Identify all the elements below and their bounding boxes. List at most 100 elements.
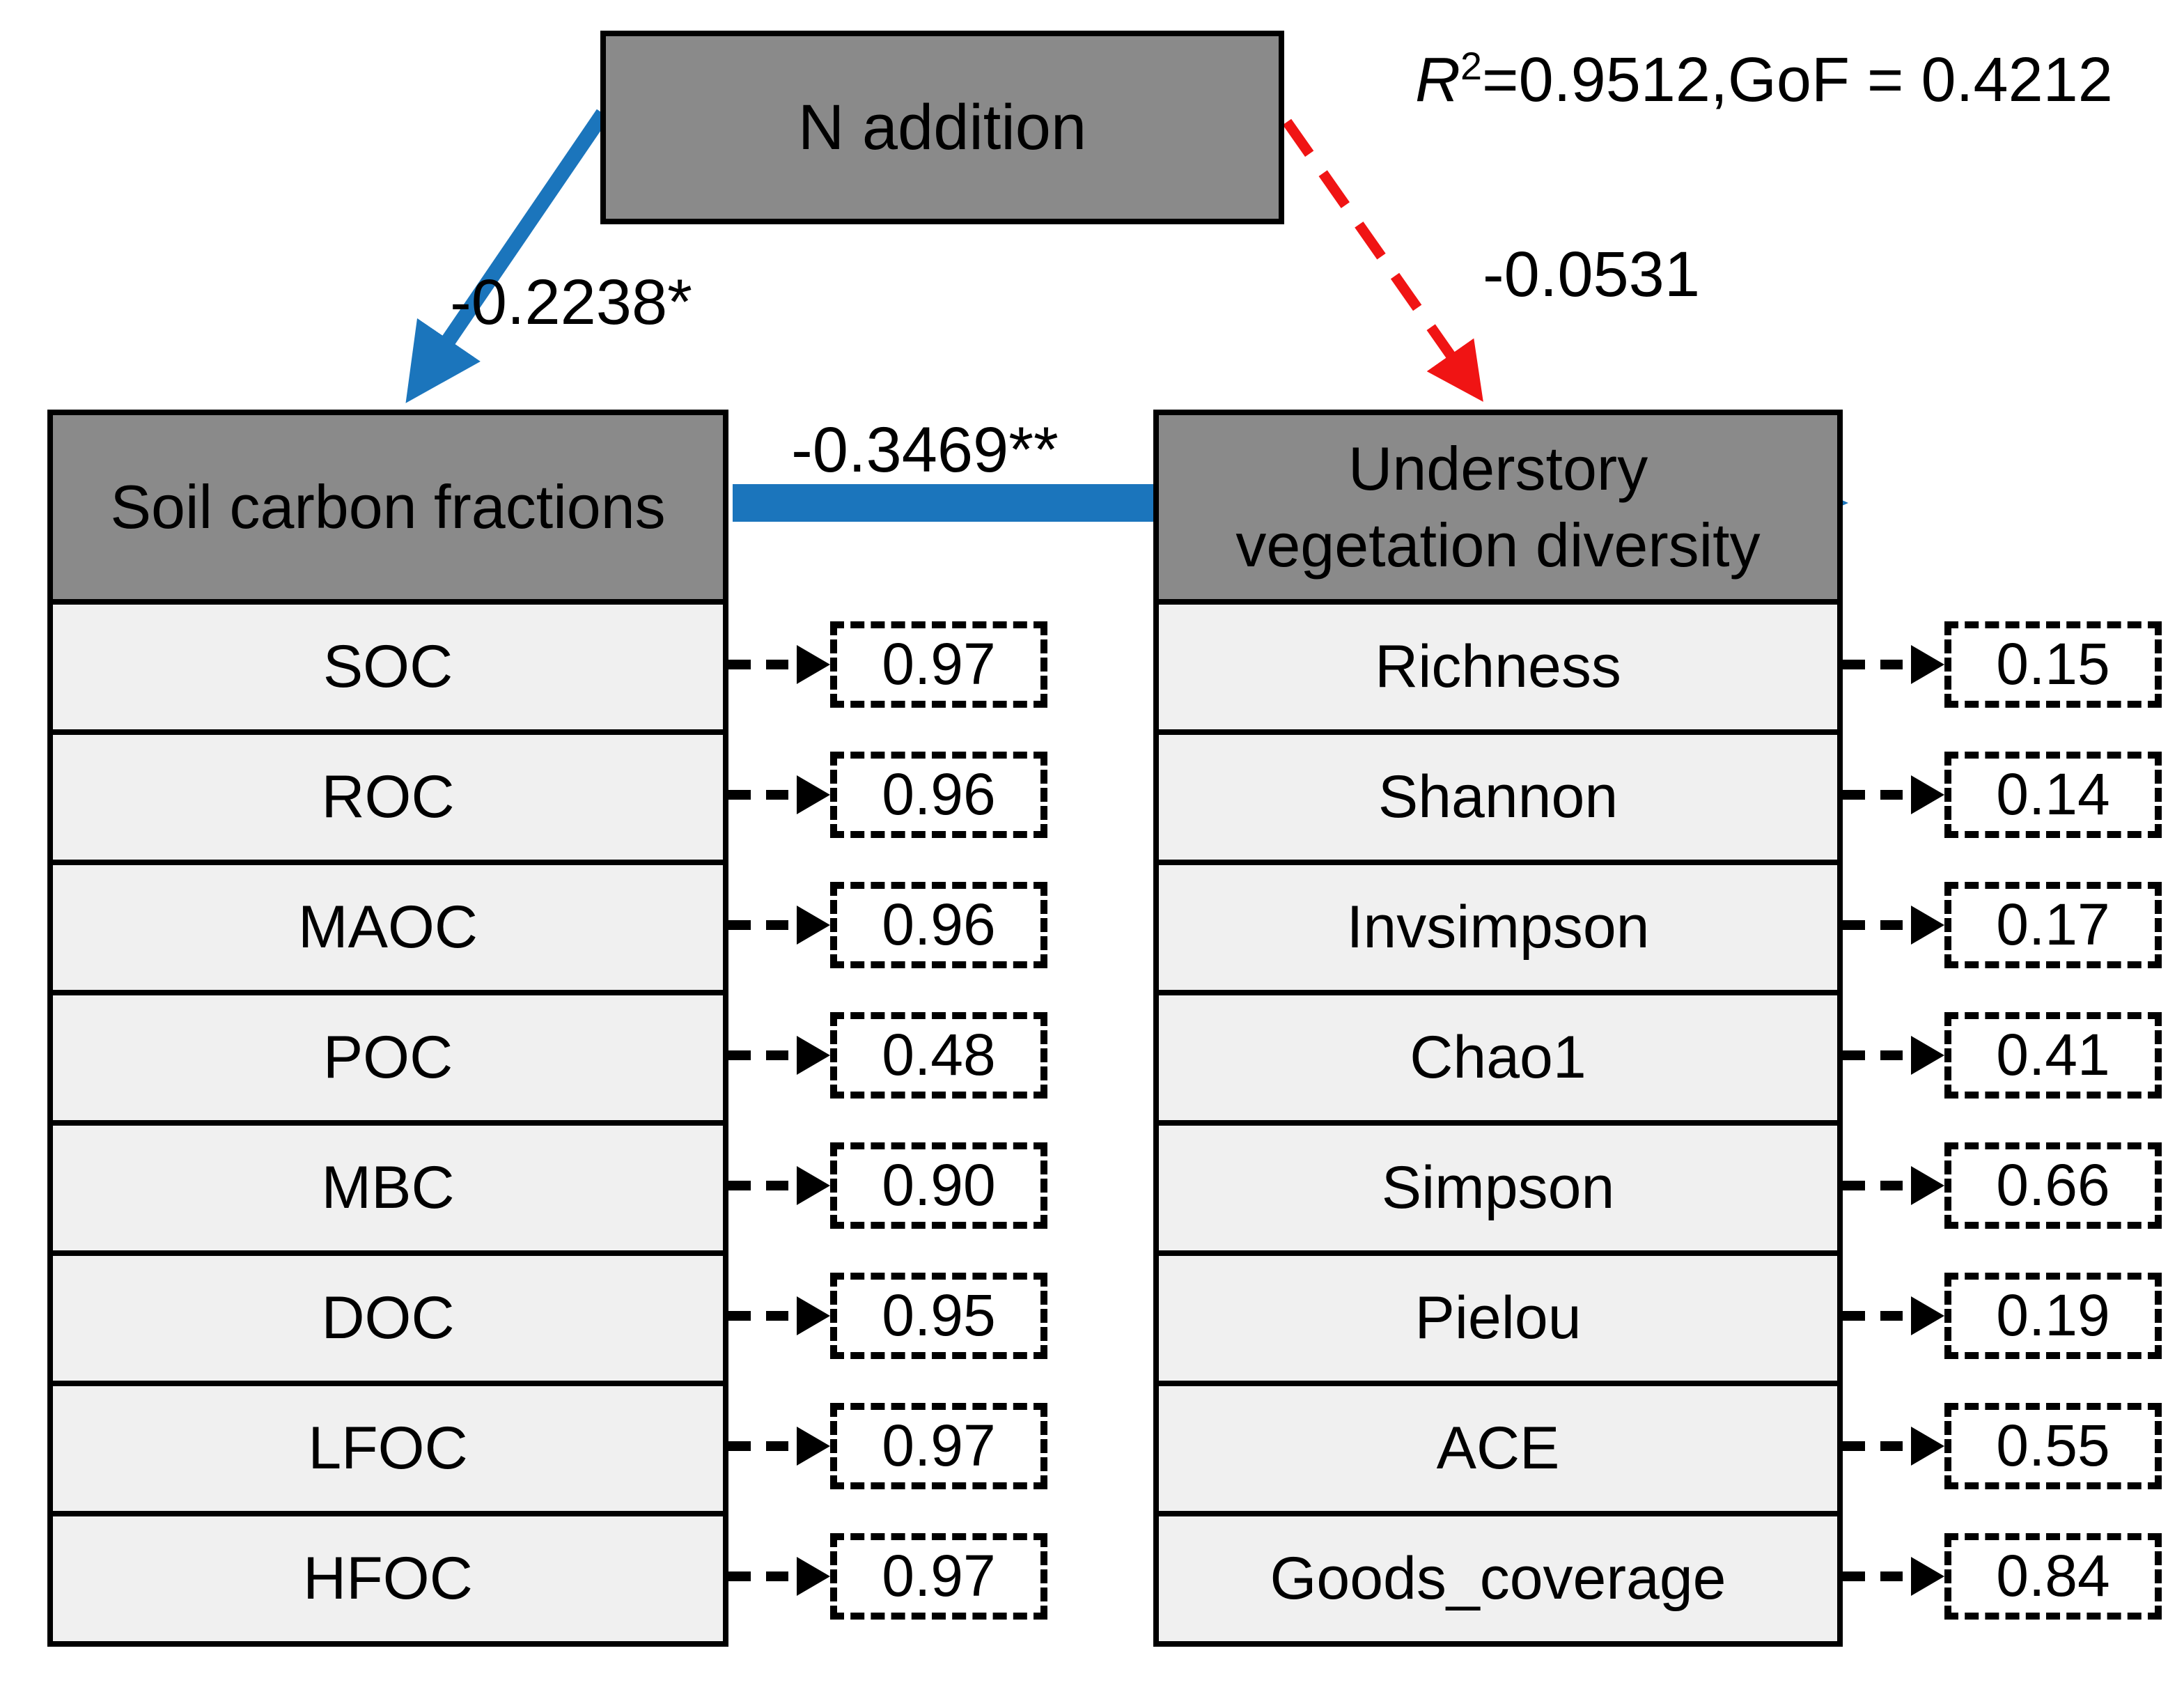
loading-value-box: 0.97 xyxy=(830,1532,1047,1620)
dashed-arrow-line xyxy=(1843,659,1914,669)
indicator-label: HFOC xyxy=(303,1545,473,1612)
loading-cell: 0.19 xyxy=(1843,1250,2170,1381)
indicator-row: HFOC xyxy=(53,1511,723,1641)
arrow-head-icon xyxy=(1911,1035,1944,1075)
dashed-arrow-line xyxy=(1843,919,1914,930)
dashed-arrow xyxy=(1843,1426,1944,1466)
loading-value: 0.96 xyxy=(882,892,996,957)
latent-box-n-addition: N addition xyxy=(600,31,1284,224)
dashed-arrow-line xyxy=(728,1571,800,1581)
dashed-arrow-line xyxy=(1843,1571,1914,1581)
indicator-label: Invsimpson xyxy=(1346,894,1650,961)
dashed-arrow-line xyxy=(728,659,800,669)
indicator-label: ROC xyxy=(321,763,455,830)
n-addition-label: N addition xyxy=(797,91,1087,163)
dashed-arrow-line xyxy=(728,1310,800,1321)
path-arrow-n-to-soil xyxy=(405,109,610,403)
loading-value: 0.19 xyxy=(1996,1282,2110,1348)
dashed-arrow-line xyxy=(728,1180,800,1190)
loading-cell: 0.96 xyxy=(728,729,1056,860)
indicator-row: Chao1 xyxy=(1159,990,1837,1120)
dashed-arrow xyxy=(1843,1165,1944,1205)
loading-value: 0.17 xyxy=(1996,892,2110,957)
indicator-row: Shannon xyxy=(1159,729,1837,860)
indicator-row: LFOC xyxy=(53,1381,723,1511)
arrow-head-icon xyxy=(1911,1296,1944,1335)
indicator-label: Goods_coverage xyxy=(1270,1545,1726,1612)
path-coefficient-n-to-diversity: -0.0531 xyxy=(1482,239,1701,310)
loading-value-box: 0.90 xyxy=(830,1142,1047,1229)
loading-cell: 0.48 xyxy=(728,990,1056,1120)
indicator-row: ACE xyxy=(1159,1381,1837,1511)
loading-cell: 0.95 xyxy=(728,1250,1056,1381)
dashed-arrow-line xyxy=(1843,1180,1914,1190)
indicator-row: DOC xyxy=(53,1250,723,1381)
loading-value: 0.97 xyxy=(882,1543,996,1608)
loading-value: 0.96 xyxy=(882,761,996,827)
loading-value-box: 0.15 xyxy=(1944,621,2162,708)
dashed-arrow-line xyxy=(1843,1310,1914,1321)
diversity-indicator-rows: Richness Shannon Invsimpson Chao1 Simpso… xyxy=(1159,599,1837,1641)
indicator-label: Chao1 xyxy=(1410,1024,1586,1091)
dashed-arrow xyxy=(1843,644,1944,684)
arrow-head-icon xyxy=(1911,644,1944,684)
dashed-arrow-line xyxy=(728,919,800,930)
dashed-arrow-line xyxy=(728,1050,800,1060)
loading-value-box: 0.41 xyxy=(1944,1011,2162,1099)
loading-value-box: 0.48 xyxy=(830,1011,1047,1099)
loading-value-box: 0.84 xyxy=(1944,1532,2162,1620)
dashed-arrow-line xyxy=(1843,1441,1914,1451)
dashed-arrow xyxy=(1843,1035,1944,1075)
path-coefficient-soil-to-diversity: -0.3469** xyxy=(791,414,1059,486)
loading-cell: 0.97 xyxy=(728,1511,1056,1641)
indicator-label: SOC xyxy=(322,633,453,700)
dashed-arrow xyxy=(1843,1556,1944,1596)
indicator-row: Simpson xyxy=(1159,1120,1837,1250)
dashed-arrow xyxy=(1843,1296,1944,1335)
dashed-arrow xyxy=(728,905,830,945)
loading-value-box: 0.95 xyxy=(830,1272,1047,1359)
loading-cell: 0.14 xyxy=(1843,729,2170,860)
loading-value: 0.41 xyxy=(1996,1022,2110,1087)
indicator-label: Simpson xyxy=(1381,1154,1615,1221)
loading-value: 0.15 xyxy=(1996,631,2110,697)
understory-diversity-table: Understory vegetation diversity Richness… xyxy=(1153,410,1843,1647)
loading-value: 0.66 xyxy=(1996,1152,2110,1218)
loading-cell: 0.97 xyxy=(728,599,1056,729)
loading-cell: 0.90 xyxy=(728,1120,1056,1250)
loading-value-box: 0.14 xyxy=(1944,751,2162,838)
indicator-row: ROC xyxy=(53,729,723,860)
loading-value: 0.48 xyxy=(882,1022,996,1087)
indicator-label: POC xyxy=(322,1024,453,1091)
model-fit-stats: R2=0.9512,GoF = 0.4212 xyxy=(1415,45,2113,116)
soil-carbon-fractions-table: Soil carbon fractions SOC ROC MAOC POC xyxy=(47,410,728,1647)
loading-value-box: 0.55 xyxy=(1944,1402,2162,1489)
dashed-arrow xyxy=(728,1556,830,1596)
loading-cell: 0.84 xyxy=(1843,1511,2170,1641)
arrow-head-icon xyxy=(1911,775,1944,814)
indicator-label: MAOC xyxy=(298,894,478,961)
loading-value: 0.90 xyxy=(882,1152,996,1218)
loading-value: 0.97 xyxy=(882,1413,996,1478)
indicator-row: SOC xyxy=(53,599,723,729)
arrow-head-icon xyxy=(797,1035,830,1075)
loading-value: 0.95 xyxy=(882,1282,996,1348)
arrow-head-icon xyxy=(797,1165,830,1205)
loading-value: 0.55 xyxy=(1996,1413,2110,1478)
dashed-arrow-line xyxy=(1843,789,1914,800)
arrow-head-icon xyxy=(797,644,830,684)
dashed-arrow xyxy=(728,1296,830,1335)
arrow-head-icon xyxy=(797,1556,830,1596)
loading-value-box: 0.97 xyxy=(830,1402,1047,1489)
arrow-head-icon xyxy=(1911,1426,1944,1466)
loading-value: 0.97 xyxy=(882,631,996,697)
indicator-label: Shannon xyxy=(1378,763,1618,830)
loading-value-box: 0.96 xyxy=(830,881,1047,968)
loading-cell: 0.41 xyxy=(1843,990,2170,1120)
indicator-row: Goods_coverage xyxy=(1159,1511,1837,1641)
dashed-arrow xyxy=(1843,775,1944,814)
indicator-label: Richness xyxy=(1375,633,1621,700)
indicator-row: Pielou xyxy=(1159,1250,1837,1381)
loading-value-box: 0.66 xyxy=(1944,1142,2162,1229)
r-symbol: R xyxy=(1415,45,1460,115)
